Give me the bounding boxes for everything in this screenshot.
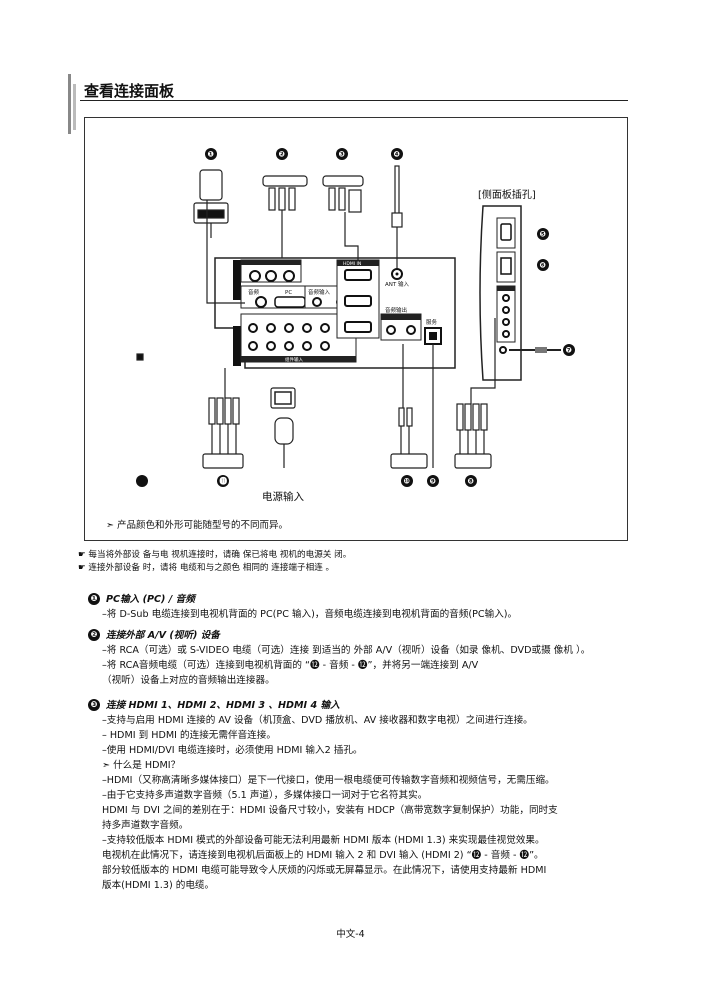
section-line: –将 D-Sub 电缆连接到电视机背面的 PC(PC 输入)，音频电缆连接到电视… [102, 609, 518, 620]
section-title-text: 连接 HDMI 1、HDMI 2、HDMI 3 、HDMI 4 输入 [106, 700, 340, 711]
pc-audio-label: 音频 [248, 288, 260, 296]
side-panel [479, 205, 561, 381]
badge-3: ❸ [88, 699, 100, 711]
note-2: ☛ 连接外部设备 时，请将 电缆和与之颜色 相同的 连接端子相连 。 [78, 563, 335, 573]
section-line: 版本(HDMI 1.3) 的电缆。 [102, 880, 215, 891]
section-line: （视听）设备上对应的音频输出连接器。 [102, 675, 275, 686]
ant-in-label: ANT 输入 [385, 280, 409, 288]
title-rule [80, 100, 628, 101]
component-label: 组件输入 [285, 356, 303, 363]
callout-3: ❸ [339, 150, 345, 159]
rear-panel: 音频 PC 音频输入 组件输入 HDMI IN [214, 257, 456, 369]
audio-out-label: 音频输出 [385, 306, 407, 314]
sidebar-bar-1 [68, 74, 71, 134]
top-cables [136, 165, 496, 469]
section-title-text: PC输入 (PC) / 音频 [106, 594, 195, 605]
callout-1: ❶ [208, 150, 215, 159]
section-line: 持多声道数字音频。 [102, 820, 189, 831]
note-1: ☛ 每当将外部设 备与电 视机连接时，请确 保已将电 视机的电源关 闭。 [78, 550, 352, 560]
callout-5: ❺ [540, 230, 546, 239]
callout-7: ❼ [566, 346, 572, 355]
connection-diagram: 音频 PC 音频输入 组件输入 HDMI IN [84, 117, 628, 541]
service-label: 服务 [426, 318, 438, 326]
pc-label: PC [285, 290, 292, 296]
badge-1: ❶ [88, 593, 100, 605]
callout-badges: ❶ ❷ ❸ ❹ ❺ ❻ ❼ ❽ ❾ ❿ ⓫ [136, 148, 575, 487]
hdmi-in-label: HDMI IN [343, 261, 361, 267]
section-line: –HDMI（又称高清晰多媒体接口）是下一代接口，使用一根电缆便可传输数字音频和视… [102, 775, 555, 786]
sidebar-bar-2 [73, 84, 76, 130]
section-hdmi: ❸ 连接 HDMI 1、HDMI 2、HDMI 3 、HDMI 4 输入 –支持与… [88, 698, 558, 893]
power-input-label: 电源输入 [262, 491, 304, 503]
section-line: –将 RCA（可选）或 S-VIDEO 电缆（可选）连接 到适当的 外部 A/V… [102, 645, 591, 656]
dvi-audio-label: 音频输入 [308, 288, 331, 296]
badge-2: ❷ [88, 629, 100, 641]
diagram-svg: 音频 PC 音频输入 组件输入 HDMI IN [136, 148, 575, 487]
section-line: –支持与启用 HDMI 连接的 AV 设备（机顶盒、DVD 播放机、AV 接收器… [102, 715, 533, 726]
section-line: –使用 HDMI/DVI 电缆连接时，必须使用 HDMI 输入2 插孔。 [102, 745, 363, 756]
notes-block: ☛ 每当将外部设 备与电 视机连接时，请确 保已将电 视机的电源关 闭。 ☛ 连… [78, 549, 351, 575]
section-line: HDMI 与 DVI 之间的差别在于：HDMI 设备尺寸较小，安装有 HDCP（… [102, 805, 558, 816]
callout-8: ❽ [468, 477, 474, 486]
callout-2: ❷ [279, 150, 285, 159]
section-line: 电视机在此情况下，请连接到电视机后面板上的 HDMI 输入 2 和 DVI 输入… [102, 850, 544, 861]
diagram-note: ➣ 产品颜色和外形可能随型号的不同而异。 [106, 520, 288, 531]
callout-10: ❿ [404, 477, 410, 486]
callout-6: ❻ [540, 261, 547, 270]
section-line: –由于它支持多声道数字音频（5.1 声道），多媒体接口一词对于它名符其实。 [102, 790, 428, 801]
page-title: 查看连接面板 [84, 82, 175, 100]
section-line: – HDMI 到 HDMI 的连接无需伴音连接。 [102, 730, 276, 741]
section-pc-input: ❶ PC输入 (PC) / 音频 –将 D-Sub 电缆连接到电视机背面的 PC(… [88, 592, 517, 622]
section-title-hdmi: ❸ 连接 HDMI 1、HDMI 2、HDMI 3 、HDMI 4 输入 [88, 698, 558, 713]
section-line: ➣ 什么是 HDMI？ [102, 760, 181, 771]
callout-4: ❹ [394, 150, 400, 159]
callout-9: ❾ [430, 477, 436, 486]
section-title-text: 连接外部 A/V (视听) 设备 [106, 630, 220, 641]
section-line: 部分较低版本的 HDMI 电缆可能导致令人厌烦的闪烁或无屏幕显示。在此情况下，请… [102, 865, 547, 876]
section-av: ❷ 连接外部 A/V (视听) 设备 –将 RCA（可选）或 S-VIDEO 电缆… [88, 628, 590, 688]
page-number: 中文-4 [336, 929, 365, 940]
section-title-pc: ❶ PC输入 (PC) / 音频 [88, 592, 517, 607]
section-title-av: ❷ 连接外部 A/V (视听) 设备 [88, 628, 590, 643]
side-panel-title: [侧面板插孔] [478, 190, 536, 201]
section-line: –支持较低版本 HDMI 模式的外部设备可能无法利用最新 HDMI 版本 (HD… [102, 835, 545, 846]
callout-11: ⓫ [220, 476, 228, 486]
section-line: –将 RCA音频电缆（可选）连接到电视机背面的 “⓬ - 音频 - ⓬”，并将另… [102, 660, 479, 671]
